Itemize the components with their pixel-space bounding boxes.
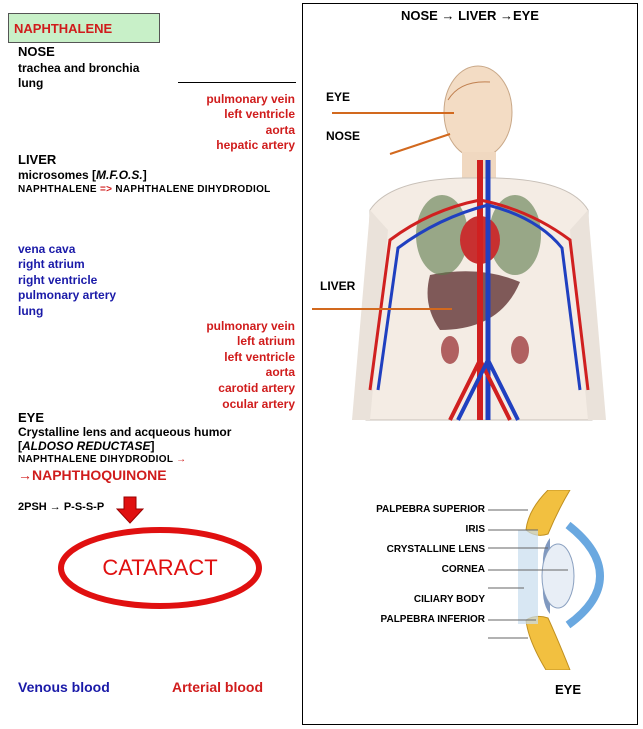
arterial1-item: aorta: [265, 123, 295, 137]
cataract-ellipse: [58, 527, 262, 609]
eye-label: PALPEBRA SUPERIOR: [376, 504, 485, 515]
venous-item: lung: [18, 304, 44, 318]
arterial2-item: aorta: [265, 365, 295, 379]
arterial2-item: pulmonary vein: [206, 319, 295, 333]
cataract-label: CATARACT: [102, 555, 218, 580]
venous-item: right atrium: [18, 257, 85, 271]
right-panel: [302, 3, 638, 725]
nose-heading: NOSE: [18, 44, 55, 59]
venous-item: right ventricle: [18, 273, 98, 287]
arterial2-item: carotid artery: [218, 381, 295, 395]
title-box: NAPHTHALENE: [8, 13, 160, 43]
eye-heading: EYE: [18, 410, 45, 425]
right-header: NOSE → LIVER →EYE: [401, 8, 539, 23]
divider-line: [178, 82, 296, 83]
body-label-liver: LIVER: [320, 279, 356, 293]
venous-item: vena cava: [18, 242, 76, 256]
psh-reaction: 2PSH → P-S-S-P: [18, 501, 105, 513]
arterial1-item: pulmonary vein: [206, 92, 295, 106]
eye-label: CILIARY BODY: [413, 594, 485, 605]
arterial2-item: left atrium: [236, 334, 295, 348]
naphthoquinone: →NAPHTHOQUINONE: [18, 467, 167, 483]
eye-caption: EYE: [555, 682, 582, 697]
title: NAPHTHALENE: [14, 21, 113, 36]
arterial1-item: hepatic artery: [216, 138, 295, 152]
eye-line-3: NAPHTHALENE DIHYDRODIOL →: [18, 454, 187, 465]
arterial1-item: left ventricle: [224, 107, 295, 121]
eye-label: IRIS: [465, 524, 485, 535]
eye-cross-section-illustration: [488, 490, 605, 670]
liver-microsomes: microsomes [M.F.O.S.]: [18, 168, 147, 182]
body-label-eye: EYE: [326, 90, 351, 104]
nose-line-2: lung: [18, 76, 44, 90]
eye-line-2: [ALDOSO REDUCTASE]: [18, 439, 155, 453]
down-arrow-icon: [116, 496, 144, 524]
venous-item: pulmonary artery: [18, 288, 117, 302]
liver-heading: LIVER: [18, 152, 57, 167]
body-label-nose: NOSE: [326, 129, 361, 143]
nose-line-1: trachea and bronchia: [18, 61, 140, 75]
legend-venous: Venous blood: [18, 679, 110, 695]
arterial2-item: ocular artery: [222, 397, 295, 411]
pointer-lines: [312, 112, 454, 310]
legend-arterial: Arterial blood: [172, 679, 264, 695]
eye-label: CRYSTALLINE LENS: [386, 544, 485, 555]
arterial2-item: left ventricle: [224, 350, 295, 364]
eye-label: CORNEA: [441, 564, 485, 575]
eye-label: PALPEBRA INFERIOR: [380, 614, 485, 625]
eye-line-1: Crystalline lens and acqueous humor: [18, 425, 232, 439]
liver-reaction: NAPHTHALENE => NAPHTHALENE DIHYDRODIOL: [18, 184, 271, 195]
circulatory-body-illustration: [352, 65, 606, 421]
